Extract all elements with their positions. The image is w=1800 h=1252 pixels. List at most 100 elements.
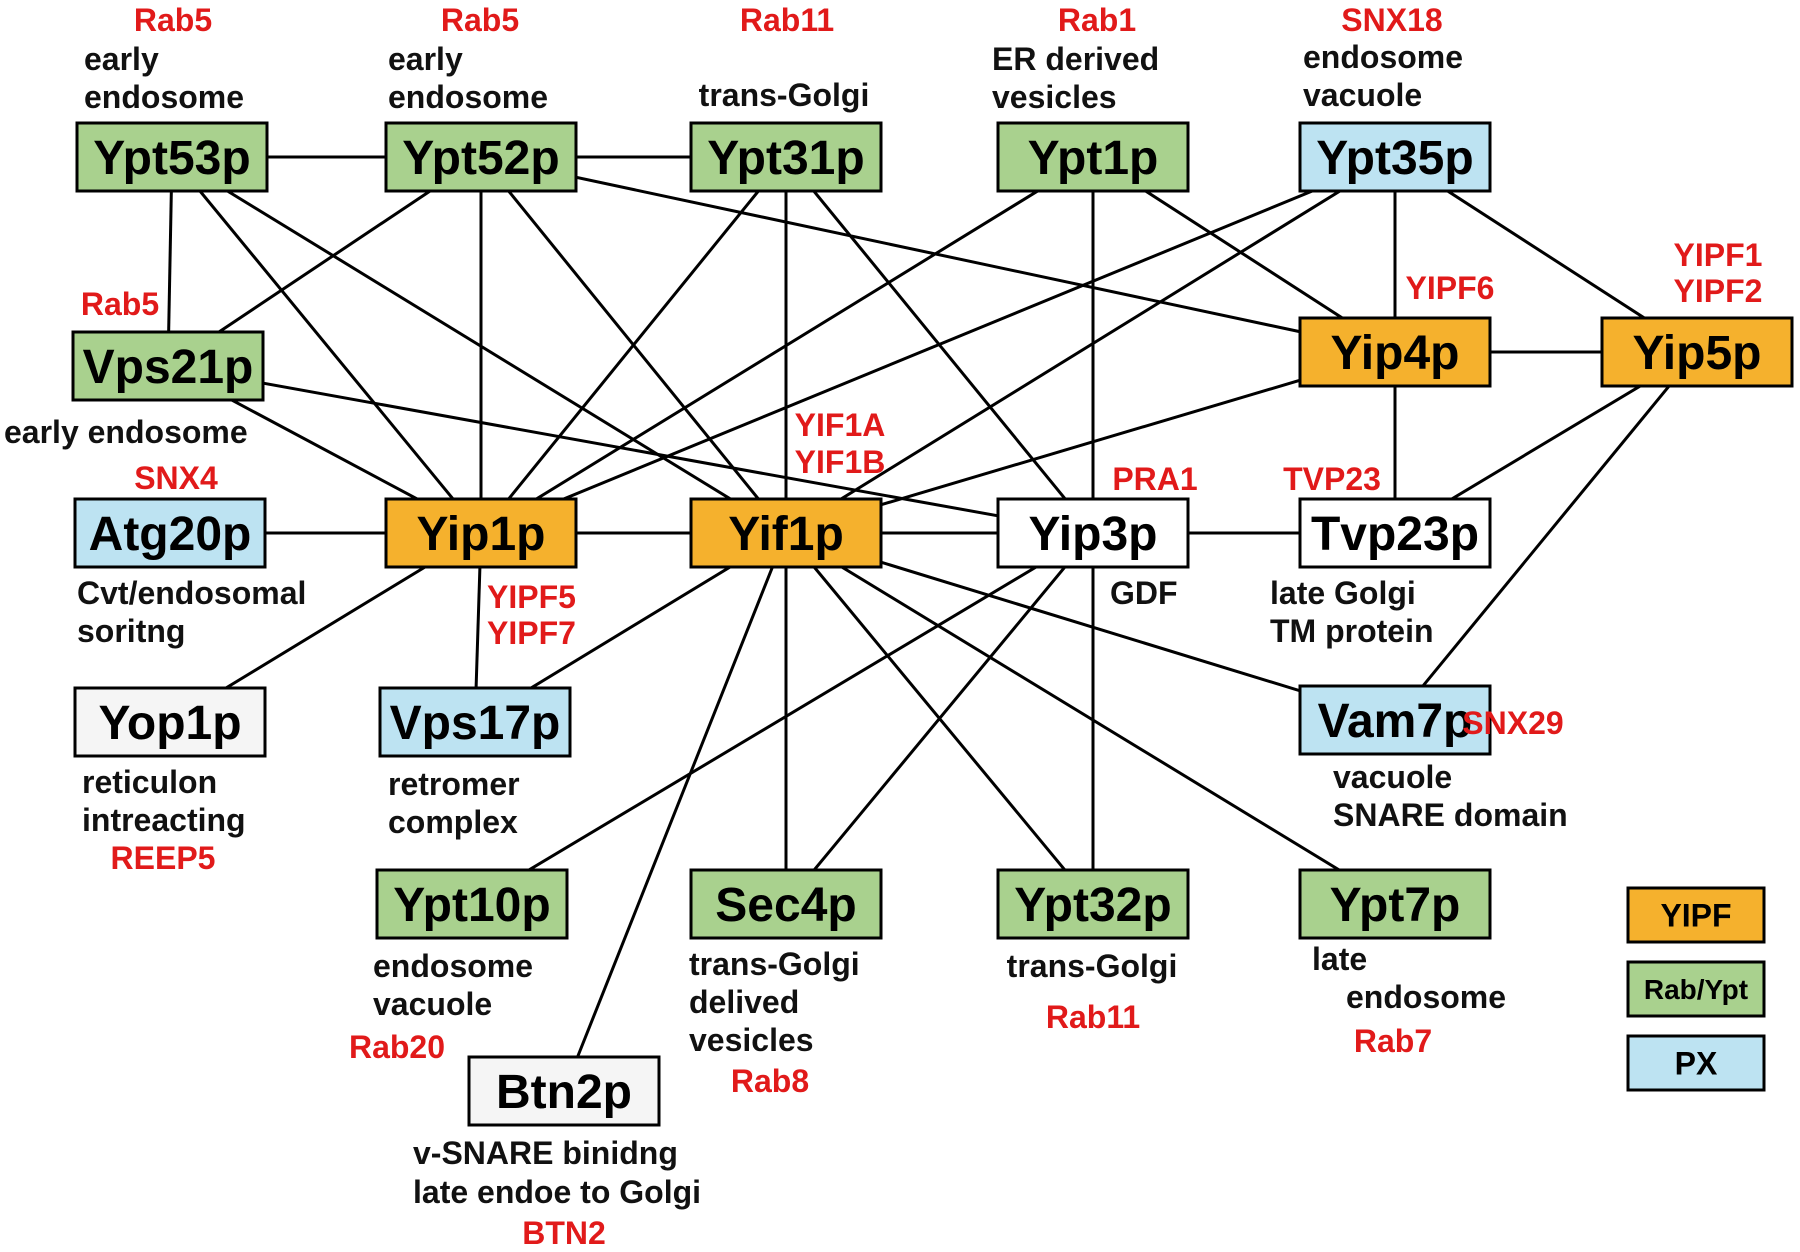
node-box-tvp23p — [1298, 497, 1492, 569]
node-label-yip1p: Yip1p — [417, 508, 546, 561]
node-ypt1p[interactable]: Ypt1p — [996, 121, 1190, 193]
ypt31-location: trans-Golgi — [699, 77, 870, 113]
node-ypt10p[interactable]: Ypt10p — [375, 868, 569, 940]
yip4-homolog-label: YIPF6 — [1406, 270, 1495, 306]
node-label-ypt10p: Ypt10p — [393, 879, 550, 932]
ypt52-location-line1: early — [388, 41, 463, 77]
node-btn2p[interactable]: Btn2p — [467, 1055, 661, 1127]
ypt53-location-line1: early — [84, 41, 159, 77]
yop1-function-line1: reticulon — [82, 764, 217, 800]
node-box-yif1p — [689, 497, 883, 569]
node-ypt53p[interactable]: Ypt53p — [75, 121, 269, 193]
node-box-yop1p — [73, 686, 267, 758]
ypt35-homolog-label: SNX18 — [1341, 2, 1442, 38]
vps17-function-line2: complex — [388, 804, 518, 840]
node-box-ypt32p — [996, 868, 1190, 940]
yop1-homolog-label: REEP5 — [111, 840, 216, 876]
node-vps17p[interactable]: Vps17p — [378, 686, 572, 758]
node-tvp23p[interactable]: Tvp23p — [1298, 497, 1492, 569]
edge-ypt53p-yif1p — [171, 155, 787, 535]
node-box-ypt1p — [996, 121, 1190, 193]
sec4-location-line2: delived — [689, 984, 799, 1020]
ypt7-rab-label: Rab7 — [1354, 1023, 1432, 1059]
atg20-homolog-label: SNX4 — [134, 460, 218, 496]
tvp23-homolog-label: TVP23 — [1283, 461, 1381, 497]
node-label-btn2p: Btn2p — [496, 1066, 632, 1119]
btn2-function-line1: v-SNARE binidng — [413, 1135, 678, 1171]
edge-yif1p-btn2p — [562, 532, 788, 1092]
yip3-function: GDF — [1110, 575, 1178, 611]
ypt35-location-line1: endosome — [1303, 39, 1463, 75]
node-label-yip4p: Yip4p — [1331, 327, 1460, 380]
node-yif1p[interactable]: Yif1p — [689, 497, 883, 569]
node-label-tvp23p: Tvp23p — [1311, 508, 1479, 561]
node-box-ypt10p — [375, 868, 569, 940]
edge-ypt35p-yip1p — [480, 155, 1396, 535]
legend-label: YIPF — [1660, 898, 1731, 934]
node-label-ypt7p: Ypt7p — [1330, 879, 1461, 932]
ypt53-rab-label: Rab5 — [134, 2, 212, 38]
edge-ypt52p-yip4p — [480, 155, 1396, 354]
sec4-location-line1: trans-Golgi — [689, 946, 860, 982]
node-ypt52p[interactable]: Ypt52p — [384, 121, 578, 193]
yif1-homolog-label2: YIF1B — [795, 444, 886, 480]
node-box-ypt31p — [689, 121, 883, 193]
node-box-yip3p — [996, 497, 1190, 569]
legend-label: PX — [1675, 1046, 1718, 1082]
ypt31-rab-label: Rab11 — [740, 2, 834, 38]
edge-yip5p-vam7p — [1393, 351, 1699, 721]
node-ypt32p[interactable]: Ypt32p — [996, 868, 1190, 940]
node-label-yop1p: Yop1p — [98, 697, 241, 750]
ypt7-location-line2: endosome — [1346, 979, 1506, 1015]
node-sec4p[interactable]: Sec4p — [689, 868, 883, 940]
legend-swatch — [1626, 1034, 1766, 1092]
edge-yip4p-yif1p — [785, 350, 1396, 535]
ypt10-location-line1: endosome — [373, 948, 533, 984]
edge-ypt31p-yip1p — [479, 156, 788, 534]
legend-item-yipf: YIPF — [1626, 886, 1766, 944]
vam7-homolog-label: SNX29 — [1462, 705, 1563, 741]
node-label-ypt31p: Ypt31p — [707, 132, 864, 185]
node-box-ypt53p — [75, 121, 269, 193]
edge-ypt35p-yif1p — [785, 155, 1396, 535]
node-label-atg20p: Atg20p — [89, 508, 252, 561]
node-ypt35p[interactable]: Ypt35p — [1298, 121, 1492, 193]
node-label-sec4p: Sec4p — [715, 879, 856, 932]
node-box-yip5p — [1600, 316, 1794, 388]
node-label-ypt52p: Ypt52p — [402, 132, 559, 185]
edge-ypt53p-yip1p — [170, 156, 483, 534]
yip5-homolog-label1: YIPF1 — [1674, 237, 1763, 273]
node-label-vam7p: Vam7p — [1318, 695, 1473, 748]
sec4-location-line3: vesicles — [689, 1022, 814, 1058]
ypt52-location-line2: endosome — [388, 79, 548, 115]
node-atg20p[interactable]: Atg20p — [73, 497, 267, 569]
node-ypt31p[interactable]: Ypt31p — [689, 121, 883, 193]
node-yop1p[interactable]: Yop1p — [73, 686, 267, 758]
node-box-vps17p — [378, 686, 572, 758]
node-vam7p[interactable]: Vam7p — [1298, 684, 1492, 756]
node-yip4p[interactable]: Yip4p — [1298, 316, 1492, 388]
tvp23-location-line1: late Golgi — [1270, 575, 1416, 611]
node-ypt7p[interactable]: Ypt7p — [1298, 868, 1492, 940]
yip5-homolog-label2: YIPF2 — [1674, 273, 1763, 309]
sec4-rab-label: Rab8 — [731, 1063, 809, 1099]
node-label-ypt1p: Ypt1p — [1028, 132, 1159, 185]
ypt52-rab-label: Rab5 — [441, 2, 519, 38]
node-yip1p[interactable]: Yip1p — [384, 497, 578, 569]
ypt10-rab-label: Rab20 — [349, 1029, 445, 1065]
tvp23-location-line2: TM protein — [1270, 613, 1434, 649]
legend-swatch — [1626, 886, 1766, 944]
edge-yip3p-ypt10p — [471, 531, 1094, 906]
node-vps21p[interactable]: Vps21p — [71, 330, 265, 402]
node-yip5p[interactable]: Yip5p — [1600, 316, 1794, 388]
node-yip3p[interactable]: Yip3p — [996, 497, 1190, 569]
annotations-layer: Rab5 early endosome Rab5 early endosome … — [4, 2, 1762, 1251]
vam7-location-line2: SNARE domain — [1333, 797, 1568, 833]
edge-ypt1p-yip1p — [480, 155, 1094, 535]
atg20-location-line1: Cvt/endosomal — [77, 575, 306, 611]
vps21-rab-label: Rab5 — [81, 286, 159, 322]
node-box-ypt52p — [384, 121, 578, 193]
node-box-ypt7p — [1298, 868, 1492, 940]
legend-swatch — [1626, 960, 1766, 1018]
